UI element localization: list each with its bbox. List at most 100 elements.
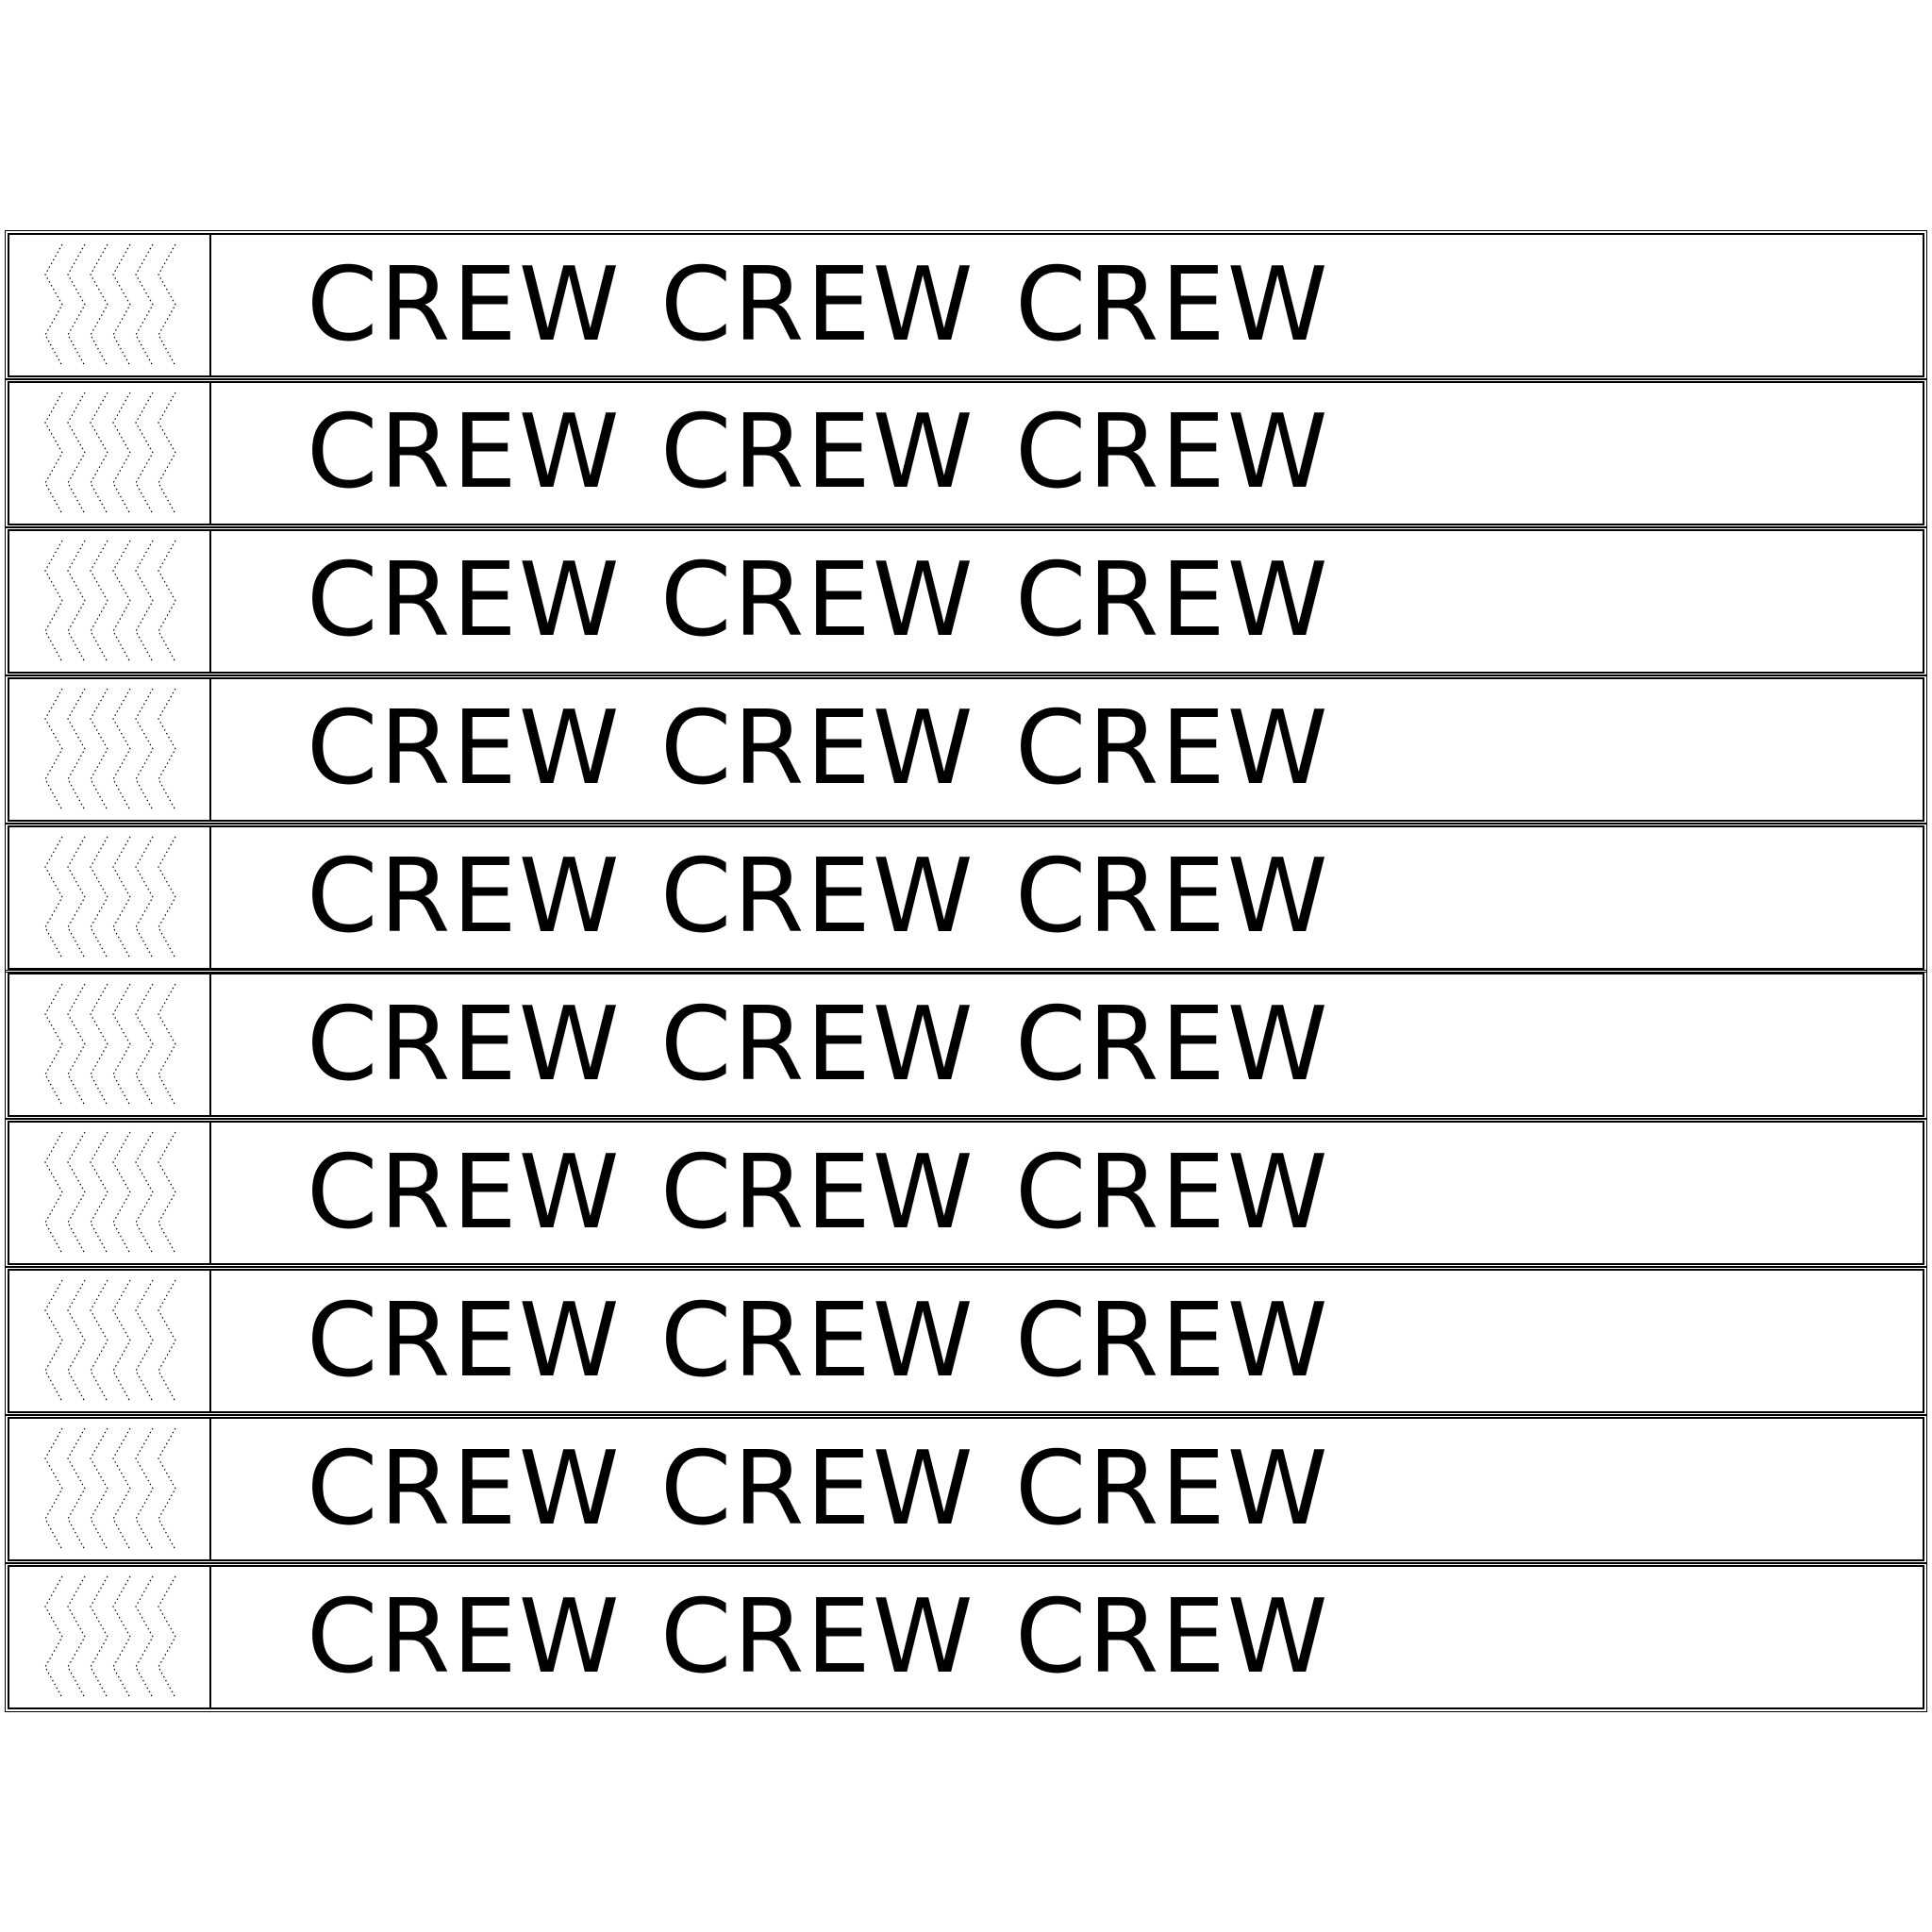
perforation-line (67, 836, 86, 958)
perforation-line (67, 1132, 86, 1255)
wristband: CREW CREW CREW (5, 970, 1927, 1121)
perforation-line (90, 391, 108, 515)
perforation-line (44, 1279, 63, 1403)
band-label: CREW (307, 1281, 622, 1400)
band-label: CREW (660, 1577, 975, 1696)
adhesive-tab (9, 1123, 211, 1264)
band-label: CREW (1015, 1281, 1330, 1400)
perforated-chevron-tab-icon (44, 984, 176, 1107)
band-label: CREW (307, 838, 622, 957)
perforation-line (112, 391, 131, 515)
perforation-line (112, 243, 131, 367)
perforated-chevron-tab-icon (44, 243, 176, 367)
adhesive-tab (9, 1419, 211, 1560)
perforation-line (44, 1575, 63, 1699)
perforation-line (67, 1427, 86, 1551)
band-label: CREW (1015, 245, 1330, 364)
perforation-line (158, 984, 176, 1107)
perforated-chevron-tab-icon (44, 1427, 176, 1551)
perforation-line (112, 1279, 131, 1403)
band-label: CREW (1015, 985, 1330, 1104)
band-label: CREW (307, 690, 622, 808)
perforated-chevron-tab-icon (44, 688, 176, 810)
wristband: CREW CREW CREW (5, 1266, 1927, 1417)
band-label: CREW (307, 541, 622, 660)
perforation-line (90, 1132, 108, 1255)
perforation-line (67, 1279, 86, 1403)
band-label: CREW (660, 245, 975, 364)
wristband: CREW CREW CREW (5, 1562, 1927, 1713)
perforation-line (158, 1279, 176, 1403)
perforation-line (158, 1132, 176, 1255)
perforation-line (112, 1132, 131, 1255)
band-label: CREW (307, 1133, 622, 1252)
band-label: CREW (307, 245, 622, 364)
adhesive-tab (9, 530, 211, 672)
perforation-line (112, 984, 131, 1107)
perforation-line (158, 540, 176, 663)
perforation-line (67, 1575, 86, 1699)
band-label: CREW (307, 393, 622, 512)
band-label: CREW (307, 985, 622, 1104)
perforated-chevron-tab-icon (44, 1279, 176, 1403)
band-label: CREW (660, 393, 975, 512)
perforation-line (135, 1427, 154, 1551)
adhesive-tab (9, 826, 211, 968)
wristband: CREW CREW CREW (5, 525, 1927, 676)
perforation-line (158, 391, 176, 515)
band-label: CREW (1015, 1429, 1330, 1548)
perforation-line (158, 1427, 176, 1551)
perforation-line (44, 836, 63, 958)
perforation-line (135, 540, 154, 663)
band-label: CREW (1015, 393, 1330, 512)
perforation-line (44, 243, 63, 367)
adhesive-tab (9, 382, 211, 524)
perforation-line (90, 1575, 108, 1699)
perforation-line (44, 1427, 63, 1551)
perforation-line (135, 836, 154, 958)
wristband: CREW CREW CREW (5, 230, 1927, 380)
adhesive-tab (9, 974, 211, 1116)
perforated-chevron-tab-icon (44, 540, 176, 663)
perforated-chevron-tab-icon (44, 1575, 176, 1699)
perforation-line (112, 836, 131, 958)
perforation-line (158, 1575, 176, 1699)
perforation-line (90, 243, 108, 367)
perforation-line (67, 540, 86, 663)
band-label: CREW (307, 1429, 622, 1548)
adhesive-tab (9, 235, 211, 375)
perforation-line (135, 243, 154, 367)
band-label: CREW (1015, 690, 1330, 808)
perforated-chevron-tab-icon (44, 836, 176, 958)
perforation-line (67, 984, 86, 1107)
wristband: CREW CREW CREW (5, 1118, 1927, 1269)
perforation-line (44, 984, 63, 1107)
perforation-line (135, 688, 154, 810)
band-label: CREW (660, 1133, 975, 1252)
perforation-line (90, 984, 108, 1107)
adhesive-tab (9, 1271, 211, 1412)
adhesive-tab (9, 1567, 211, 1708)
perforation-line (44, 540, 63, 663)
perforation-line (158, 243, 176, 367)
band-label: CREW (307, 1577, 622, 1696)
perforation-line (158, 688, 176, 810)
perforation-line (90, 836, 108, 958)
band-label: CREW (660, 985, 975, 1104)
perforation-line (158, 836, 176, 958)
perforation-line (135, 984, 154, 1107)
band-label: CREW (1015, 1133, 1330, 1252)
band-label: CREW (1015, 541, 1330, 660)
band-label: CREW (660, 838, 975, 957)
perforation-line (90, 1427, 108, 1551)
wristband-sheet: CREW CREW CREW CREW CREW CREW CREW CREW … (5, 230, 1927, 1713)
perforation-line (135, 1279, 154, 1403)
perforation-line (67, 391, 86, 515)
perforation-line (44, 391, 63, 515)
perforation-line (67, 243, 86, 367)
band-label: CREW (1015, 1577, 1330, 1696)
perforation-line (44, 1132, 63, 1255)
band-label: CREW (660, 690, 975, 808)
perforation-line (90, 1279, 108, 1403)
perforation-line (112, 540, 131, 663)
